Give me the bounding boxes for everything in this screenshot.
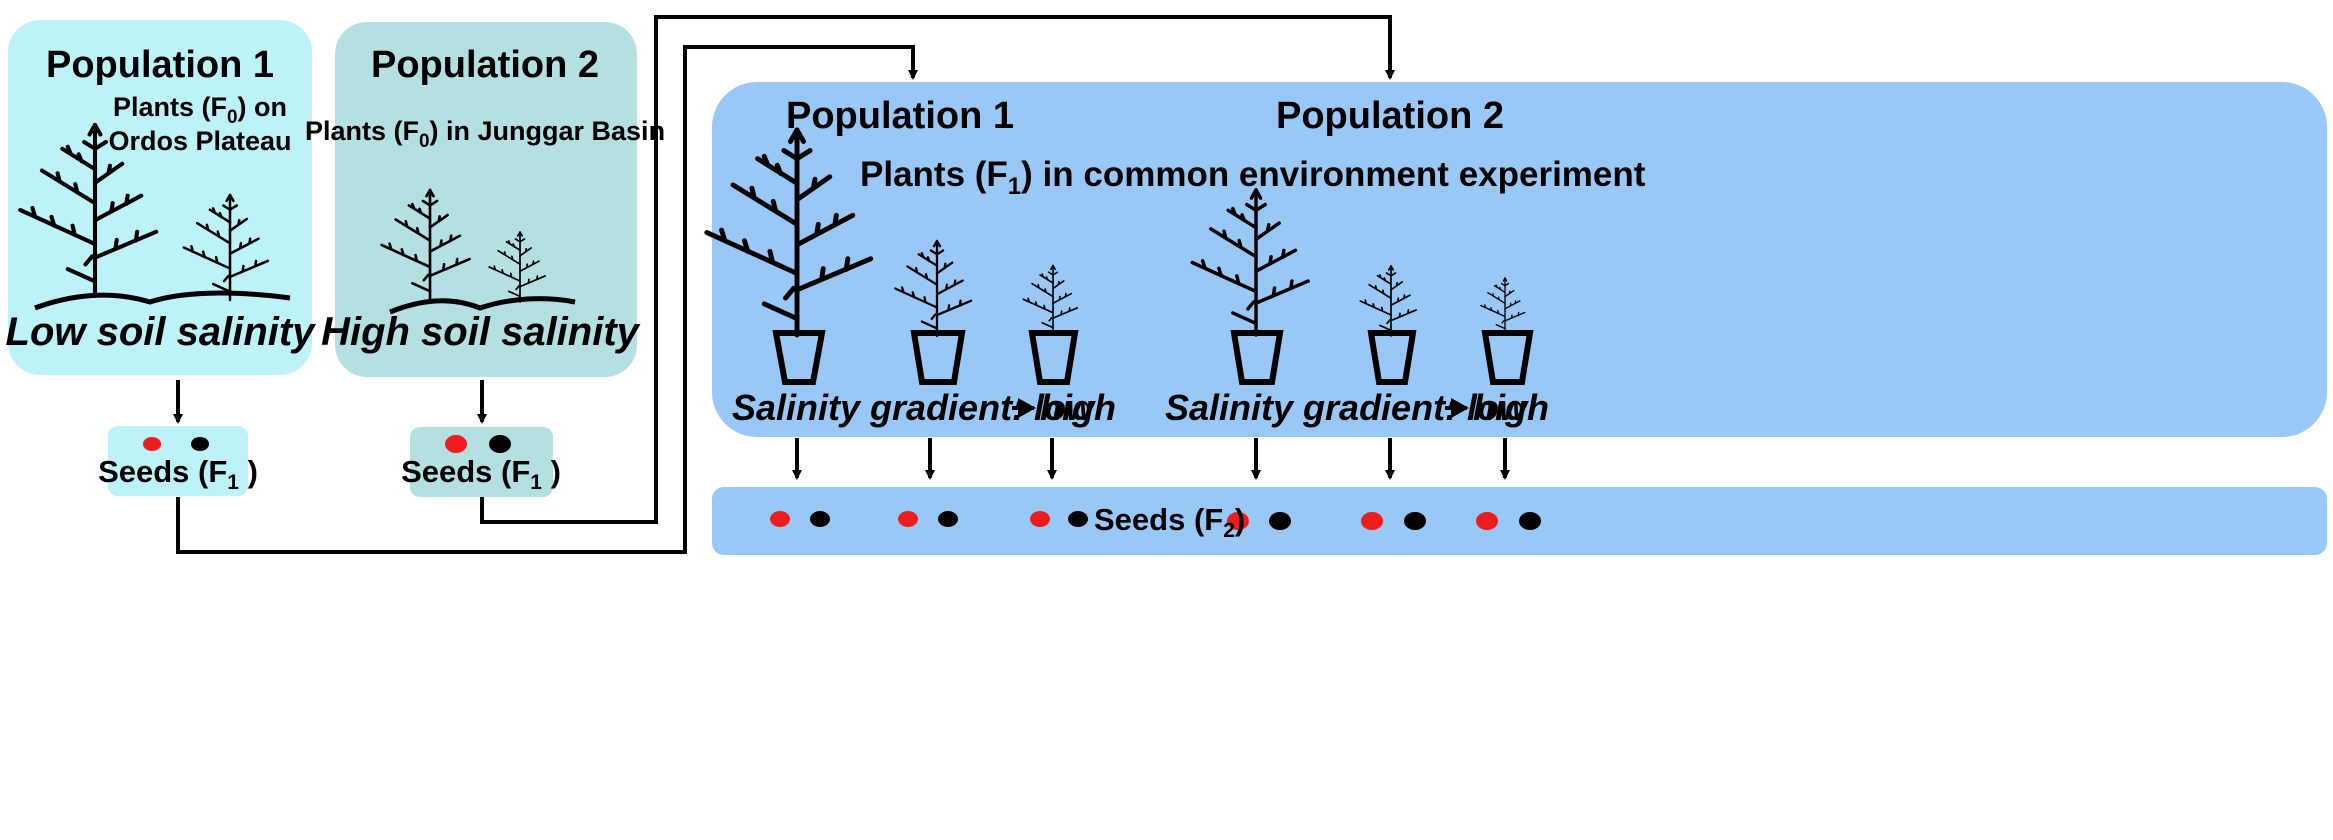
f2-seed-pairs [770, 511, 1541, 530]
seed-red [445, 435, 467, 453]
seeds-f1-label-pop2: Seeds (F1 ) [401, 454, 561, 494]
common-pop1-potted-plants [707, 130, 1079, 385]
seed-black [1404, 512, 1426, 530]
common-pop2-potted-plants [1190, 188, 1534, 385]
population1-plants-line1: Plants (F0) on [113, 92, 287, 128]
seed-black [1269, 512, 1291, 530]
population2-condition: High soil salinity [321, 310, 641, 354]
common-experiment-box [712, 82, 2327, 437]
seed-red [1361, 512, 1383, 530]
seed-red [770, 511, 790, 527]
seed-red [1030, 511, 1050, 527]
population1-condition: Low soil salinity [6, 310, 317, 354]
seeds-f1-box-pop1 [108, 426, 248, 496]
common-plants-label: Plants (F1) in common environment experi… [860, 155, 1646, 200]
seed-black [1068, 511, 1088, 527]
seed-red [898, 511, 918, 527]
population1-plants-drawing [20, 125, 291, 311]
seed-black [938, 511, 958, 527]
seed-black [1519, 512, 1541, 530]
connector-pop1-seeds-to-experiment [176, 45, 918, 554]
population1-title: Population 1 [46, 44, 274, 86]
seed-red [143, 437, 161, 451]
common-pop1-title: Population 1 [786, 95, 1014, 137]
seeds-f2-label: Seeds (F2) [1094, 502, 1245, 542]
seed-red [1227, 512, 1249, 530]
population1-plants-line2: Ordos Plateau [108, 126, 291, 156]
population2-plants-label: Plants (F0) in Junggar Basin [305, 116, 665, 152]
common-pop2-title: Population 2 [1276, 95, 1504, 137]
connector-pop2-seeds-to-experiment [480, 15, 1395, 524]
population1-box [8, 20, 312, 375]
seed-red [1476, 512, 1498, 530]
population2-box [335, 22, 637, 377]
salinity-gradient-pop2-high: high [1473, 387, 1549, 428]
population2-title: Population 2 [371, 44, 599, 86]
seed-black [489, 435, 511, 453]
arrows-to-f2-seeds [792, 438, 1510, 480]
seeds-f1-label-pop1: Seeds (F1 ) [98, 454, 258, 494]
salinity-gradient-pop1-high: high [1040, 387, 1116, 428]
seed-black [191, 437, 209, 451]
seed-black [810, 511, 830, 527]
population2-plants-drawing [380, 188, 576, 315]
